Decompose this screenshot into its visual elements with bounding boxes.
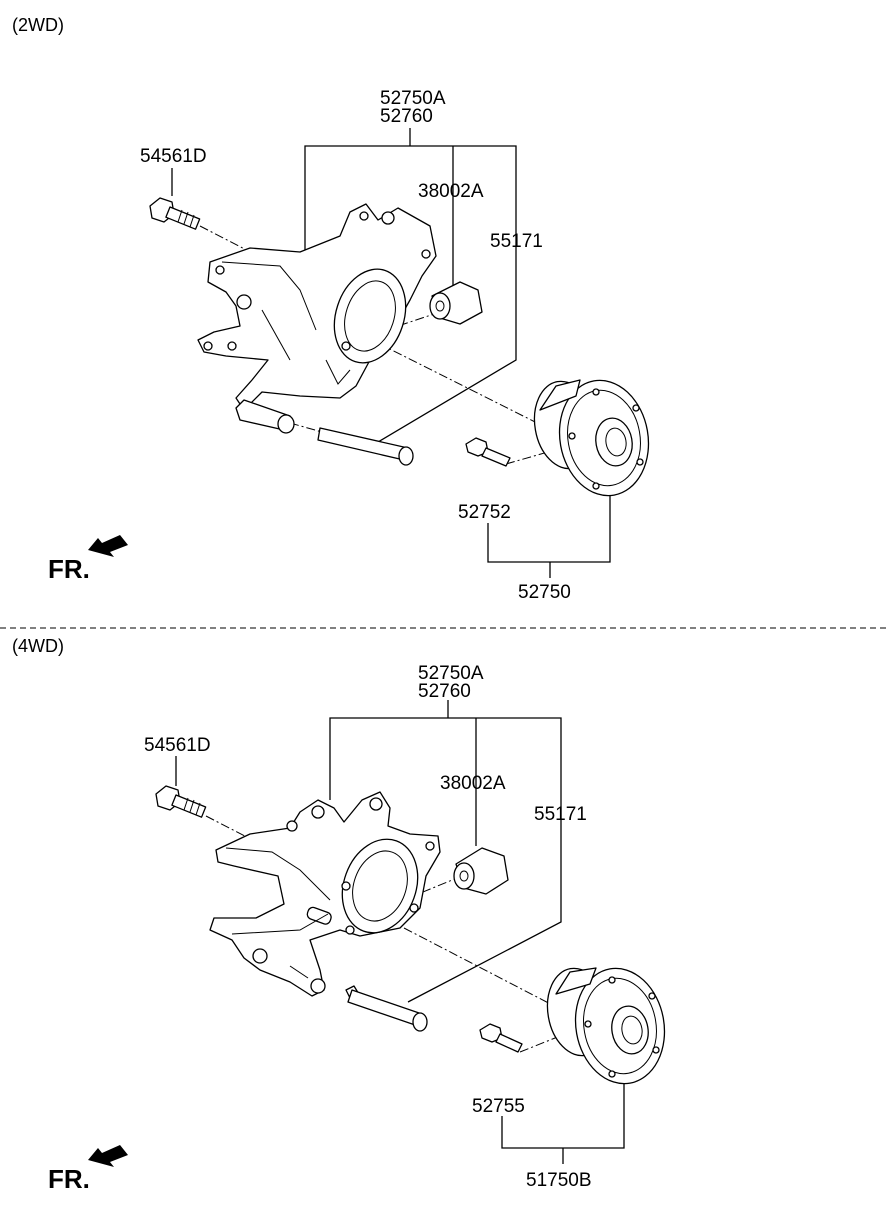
flange-bolt-2wd — [149, 197, 201, 230]
label-55171-2wd: 55171 — [490, 231, 543, 252]
hub-bolt-4wd — [479, 1023, 523, 1053]
label-52750a-4wd: 52750A — [418, 663, 484, 684]
label-52752-2wd: 52752 — [458, 502, 511, 523]
label-51750b-4wd: 51750B — [526, 1170, 592, 1191]
pin-4wd — [345, 985, 428, 1032]
fr-label-4wd: FR. — [48, 1164, 90, 1194]
fr-label-2wd: FR. — [48, 554, 90, 584]
bushing-2wd — [429, 281, 483, 325]
knuckle-4wd — [209, 791, 441, 997]
label-52750-2wd: 52750 — [518, 582, 571, 603]
label-38002a-2wd: 38002A — [418, 181, 484, 202]
bushing-4wd — [453, 847, 509, 895]
label-52750a-2wd: 52750A — [380, 88, 446, 109]
label-55171-4wd: 55171 — [534, 804, 587, 825]
leader-lines-4wd — [175, 700, 625, 1164]
knuckle-2wd — [197, 203, 437, 411]
label-52760-2wd: 52760 — [380, 106, 433, 127]
pin-2wd — [235, 399, 414, 466]
leader-lines-2wd — [171, 128, 611, 578]
label-38002a-4wd: 38002A — [440, 773, 506, 794]
section-4wd: (4WD) — [12, 636, 666, 1194]
hub-assembly-4wd — [546, 967, 666, 1085]
section-2wd: (2WD) — [12, 15, 650, 603]
label-54561d-4wd: 54561D — [144, 735, 211, 756]
label-52760-4wd: 52760 — [418, 681, 471, 702]
front-arrow-4wd: FR. — [48, 1145, 128, 1194]
label-52755-4wd: 52755 — [472, 1096, 525, 1117]
section-tag-4wd: (4WD) — [12, 636, 64, 656]
hub-bolt-2wd — [465, 437, 511, 467]
label-54561d-2wd: 54561D — [140, 146, 207, 167]
front-arrow-2wd: FR. — [48, 535, 128, 584]
hub-assembly-2wd — [533, 379, 650, 497]
section-tag-2wd: (2WD) — [12, 15, 64, 35]
flange-bolt-4wd — [155, 785, 207, 818]
